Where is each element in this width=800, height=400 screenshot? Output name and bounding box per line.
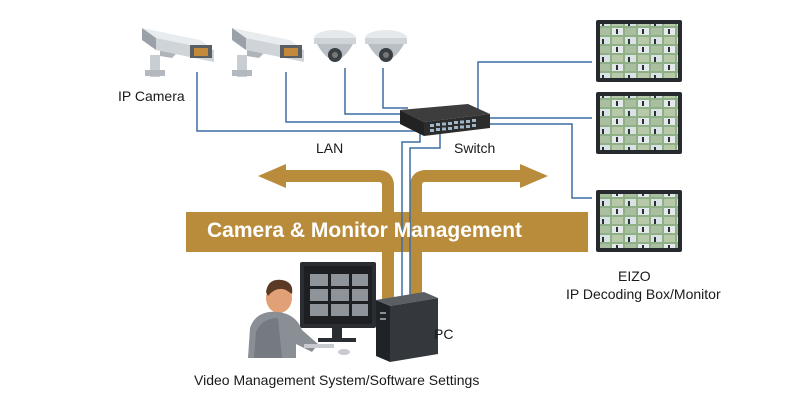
management-banner-text: Camera & Monitor Management (207, 219, 523, 242)
workstation-monitor-icon (300, 262, 376, 342)
camera1-cable (196, 72, 420, 132)
dome-camera-1-icon (314, 30, 356, 62)
bullet-camera-2-icon (232, 28, 304, 77)
management-banner (186, 212, 588, 252)
eizo-label: EIZO (618, 268, 651, 284)
vms-label: Video Management System/Software Setting… (194, 372, 480, 388)
network-switch (400, 104, 490, 136)
lan-label: LAN (316, 140, 344, 156)
pc-cable-2 (409, 131, 441, 300)
monitor-1-icon (596, 20, 682, 82)
dome1-cable (344, 68, 406, 115)
right-arrowhead (520, 164, 548, 188)
network-lines (196, 61, 592, 300)
left-arrowhead (258, 164, 286, 188)
monitor3-cable (482, 123, 592, 199)
monitor-3-icon (596, 190, 682, 252)
right-management-arrow-line (410, 170, 526, 300)
camera2-cable (285, 72, 405, 123)
ip-decoding-box-monitor-label: IP Decoding Box/Monitor (566, 286, 721, 302)
operator-person-icon (248, 279, 350, 358)
pc-tower-icon (376, 292, 438, 362)
monitor1-cable (477, 61, 592, 110)
management-arrows (285, 170, 526, 300)
dome2-cable (382, 68, 408, 109)
pc-cable-1 (401, 131, 421, 300)
monitor-2-icon (596, 92, 682, 154)
left-management-arrow-line (285, 170, 394, 300)
pc-label: PC (434, 326, 454, 342)
bullet-camera-1-icon (142, 28, 214, 77)
switch-label: Switch (454, 140, 496, 156)
ip-camera-label: IP Camera (118, 88, 185, 104)
dome-camera-2-icon (365, 30, 407, 62)
